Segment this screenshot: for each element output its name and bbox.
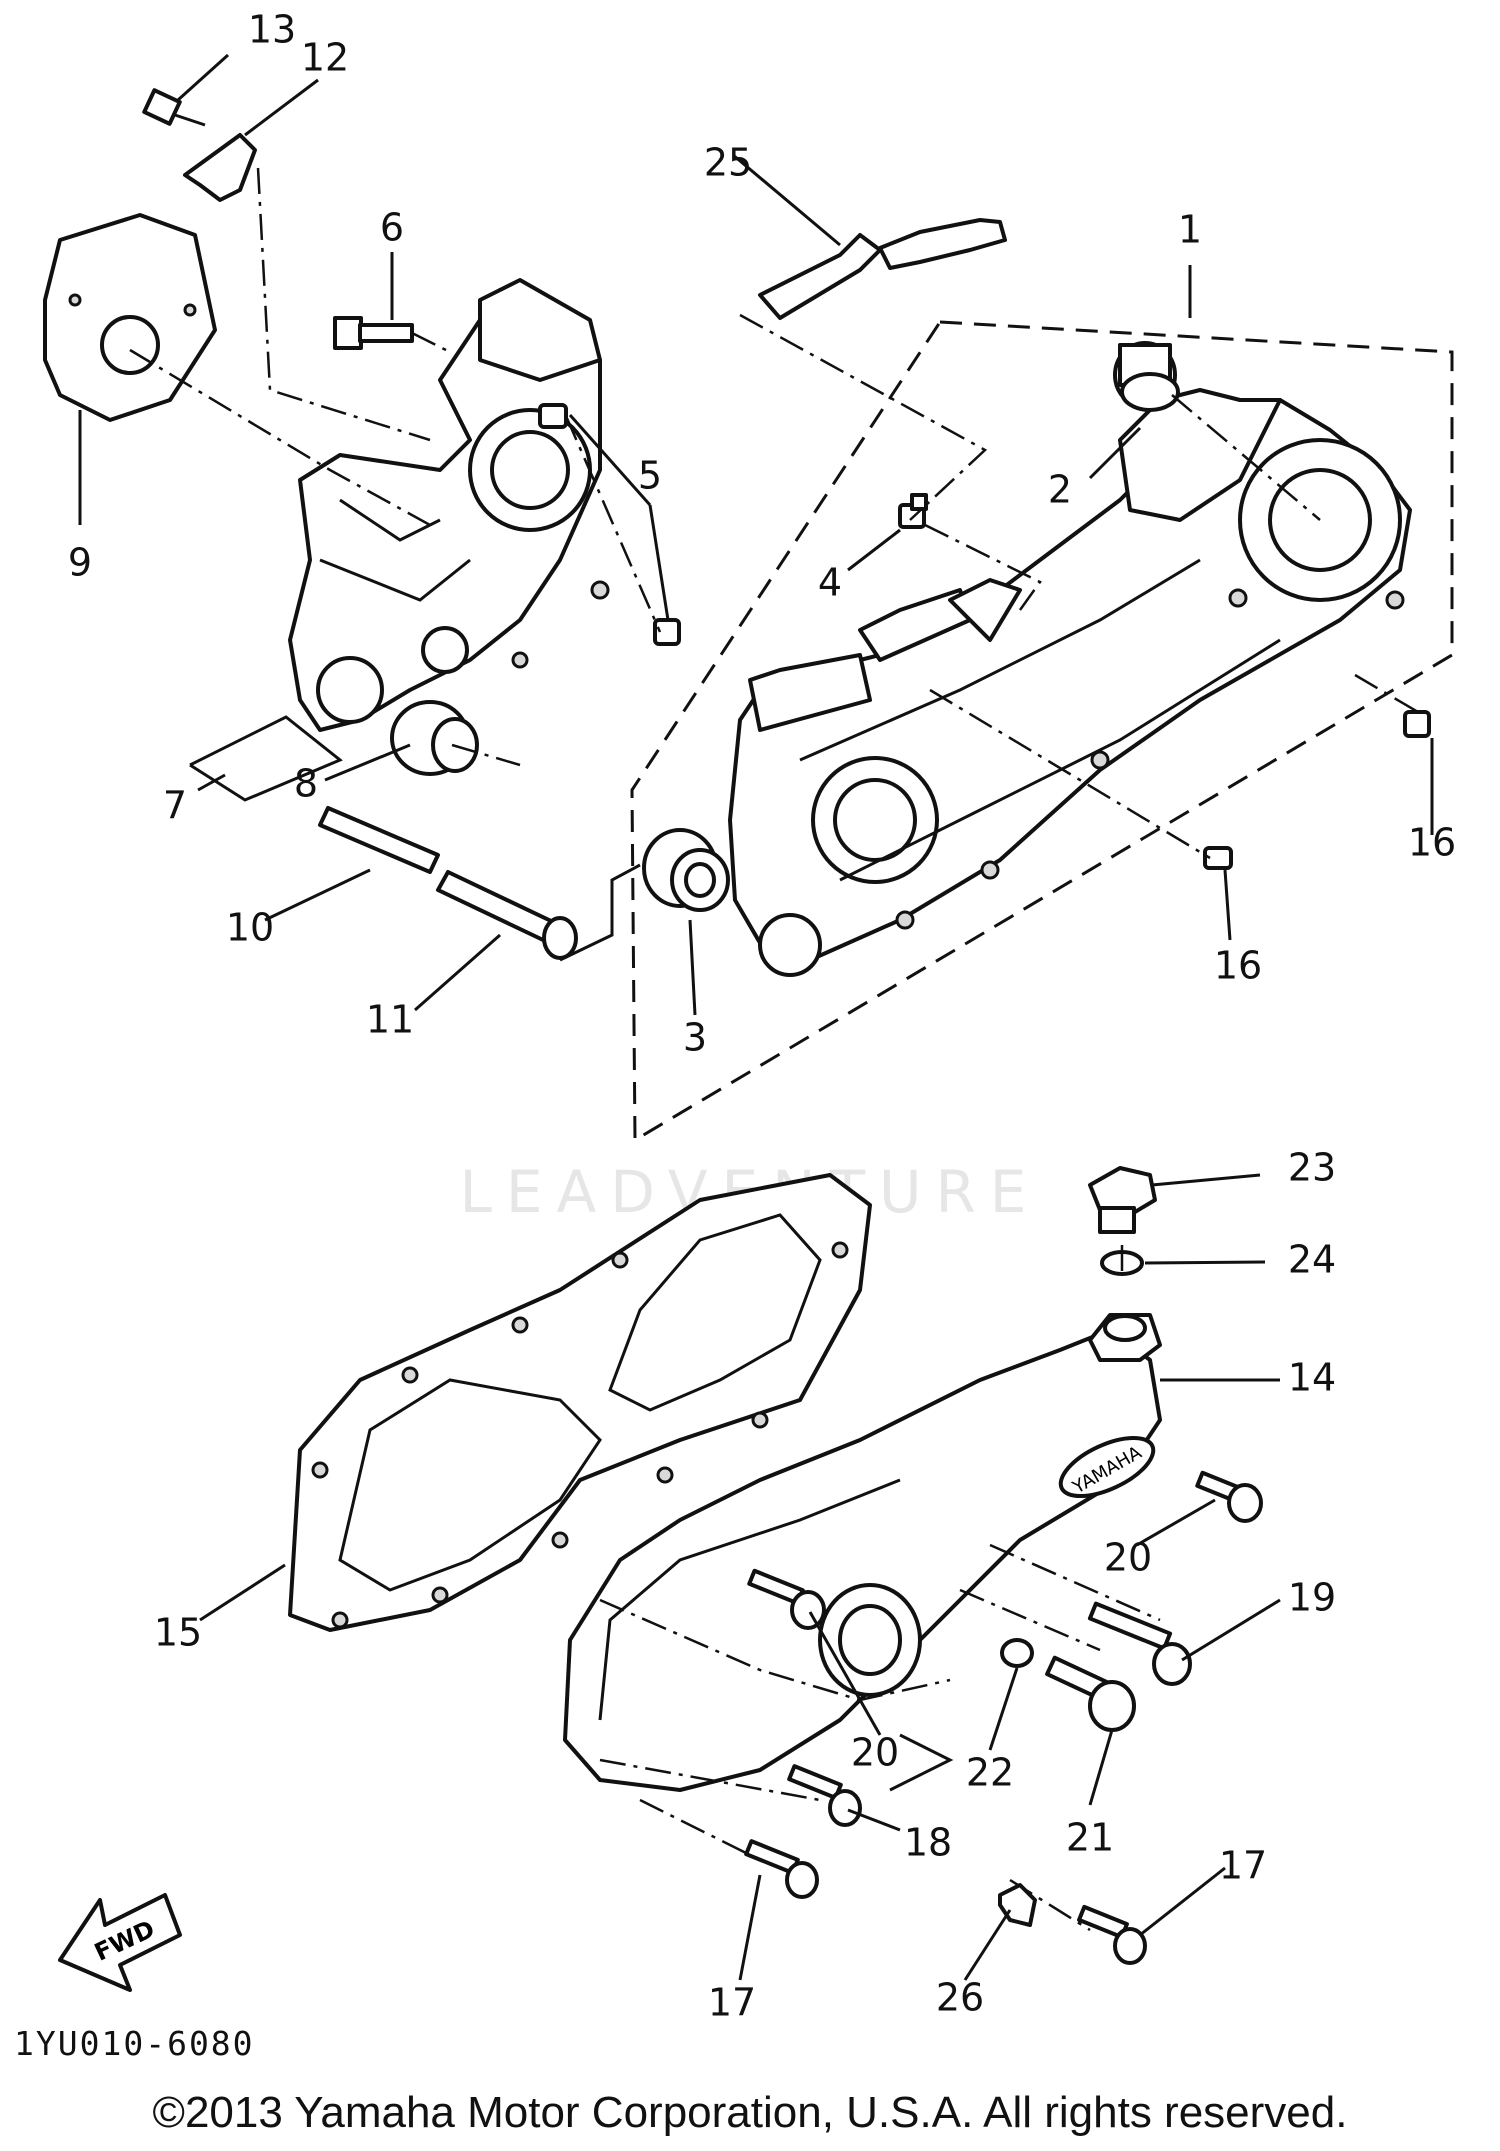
callout-22: 22 [966, 1751, 1014, 1795]
part-20-bolt-mid [747, 1568, 826, 1630]
part-3-bearing [642, 828, 730, 912]
callout-8: 8 [294, 762, 318, 806]
callout-20a: 20 [1104, 1536, 1152, 1580]
callout-4: 4 [818, 561, 842, 605]
part-17-bolt-a [744, 1839, 819, 1899]
callout-labels: 1 2 3 4 5 6 7 8 9 10 11 12 13 14 15 16 1… [68, 8, 1456, 2025]
callout-15: 15 [154, 1611, 202, 1655]
diagram-code: 1YU010-6080 [14, 2024, 255, 2063]
part-25-hose [758, 218, 1007, 320]
part-23-oil-plug [1088, 1166, 1157, 1234]
callout-5: 5 [638, 454, 662, 498]
callout-19: 19 [1288, 1576, 1336, 1620]
callout-26: 26 [936, 1976, 984, 2020]
callout-6: 6 [380, 206, 404, 250]
part-19-bolt [1087, 1601, 1192, 1686]
part-16-dowel-a [1403, 710, 1431, 738]
callout-14: 14 [1288, 1356, 1336, 1400]
callout-17a: 17 [708, 1981, 756, 2025]
part-14-crankcase-cover: YAMAHA [563, 1313, 1162, 1792]
group-22-bracket [889, 1733, 954, 1792]
callout-16a: 16 [1408, 821, 1456, 865]
callout-11: 11 [366, 998, 414, 1042]
part-2-bearing [1113, 341, 1180, 412]
part-11-shaft [436, 870, 578, 960]
part-22-washer [1000, 1638, 1034, 1668]
callout-12: 12 [301, 36, 349, 80]
callout-13: 13 [248, 8, 296, 52]
leader-lines [78, 53, 1434, 1981]
group-7-bracket [189, 715, 343, 802]
callout-3: 3 [683, 1016, 707, 1060]
callout-17b: 17 [1219, 1844, 1267, 1888]
part-4-fitting [898, 493, 928, 529]
part-17-bolt-b [1077, 1904, 1147, 1965]
part-21-bolt [1045, 1655, 1136, 1732]
callout-23: 23 [1288, 1146, 1336, 1190]
callout-21: 21 [1066, 1816, 1114, 1860]
callout-2: 2 [1048, 468, 1072, 512]
callout-25: 25 [704, 141, 752, 185]
callout-9: 9 [68, 541, 92, 585]
part-8-bearing [390, 700, 479, 776]
fwd-arrow-icon: FWD [58, 1893, 182, 1992]
part-12-bracket [183, 133, 257, 202]
copyright-notice: ©2013 Yamaha Motor Corporation, U.S.A. A… [152, 2088, 1348, 2137]
part-10-shaft [318, 806, 440, 874]
part-6-bolt [333, 316, 414, 350]
part-16-dowel-b [1203, 846, 1233, 870]
assembly-boundary [630, 320, 1454, 1143]
part-13-bolt [142, 88, 206, 127]
crankcase-left [288, 278, 610, 732]
part-5-dowel-a [538, 403, 568, 429]
part-15-gasket [288, 1173, 872, 1632]
part-18-bolt [787, 1764, 862, 1827]
callout-18: 18 [904, 1821, 952, 1865]
callout-10: 10 [226, 906, 274, 950]
group-11-bracket [559, 863, 641, 962]
part-5-dowel-b [653, 618, 681, 646]
part-20-bolt-top [1195, 1470, 1263, 1523]
assembly-lines [129, 167, 1419, 1932]
callout-16b: 16 [1214, 944, 1262, 988]
callout-24: 24 [1288, 1238, 1336, 1282]
callout-1: 1 [1178, 208, 1202, 252]
callout-7: 7 [163, 784, 187, 828]
callout-20b: 20 [851, 1731, 899, 1775]
